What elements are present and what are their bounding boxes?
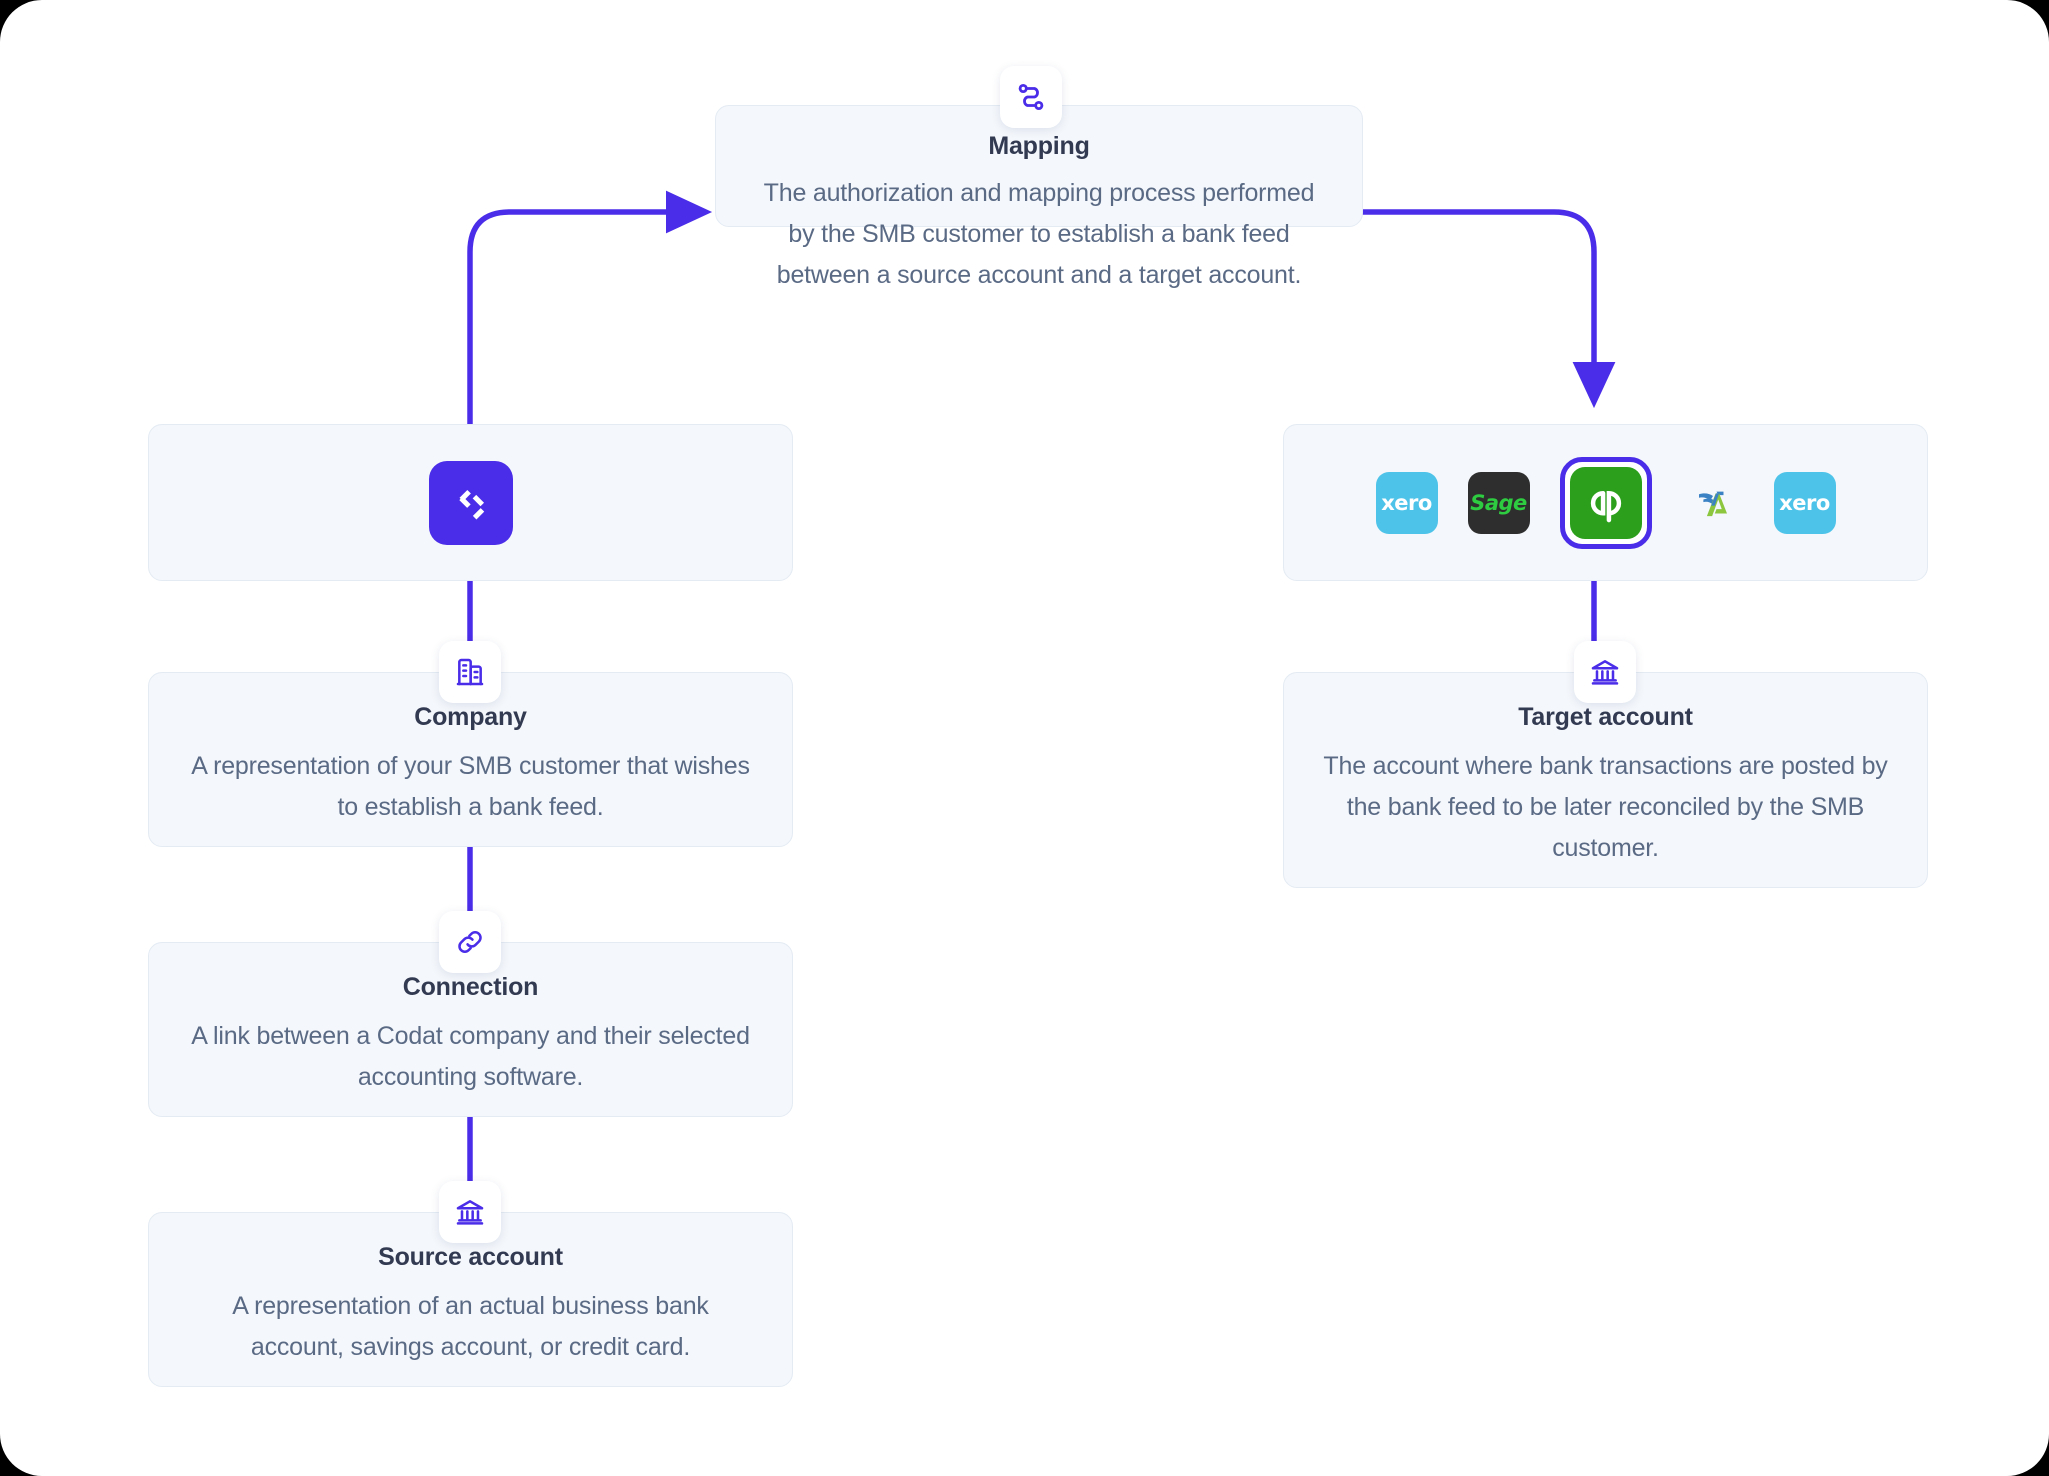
bank-icon [1574,641,1636,703]
xero-logo-label: xero [1381,490,1432,515]
connection-description: A link between a Codat company and their… [191,1022,750,1091]
mapping-description: The authorization and mapping process pe… [763,179,1315,289]
office-building-icon [439,641,501,703]
source-account-description: A representation of an actual business b… [232,1292,709,1361]
freeagent-logo-mark [1698,491,1727,516]
sage-logo-label: Sage [1470,490,1527,515]
quickbooks-logo[interactable] [1559,456,1652,549]
xero-logo[interactable]: xero [1375,471,1438,534]
sage-logo[interactable]: Sage [1467,471,1530,534]
company-title: Company [414,703,527,731]
target-account-card: Target account The account where bank tr… [1283,672,1928,888]
mapping-route-icon [1000,66,1062,128]
chain-link-icon [439,911,501,973]
freeagent-logo[interactable] [1681,471,1744,534]
codat-logo-icon [428,460,513,545]
xero-logo-label: xero [1779,490,1830,515]
target-account-description: The account where bank transactions are … [1323,752,1888,862]
connector-codat-to-mapping [467,190,713,427]
platform-logo-row: xero Sage [1375,456,1836,549]
xero-logo[interactable]: xero [1773,471,1836,534]
quickbooks-logo-mark [1569,466,1642,539]
connector-mapping-to-platform [1360,209,1616,409]
target-account-title: Target account [1518,703,1693,731]
platform-node[interactable]: xero Sage [1283,424,1928,581]
connection-title: Connection [402,973,539,1001]
bank-icon [439,1181,501,1243]
company-description: A representation of your SMB customer th… [191,752,750,821]
codat-node[interactable] [148,424,793,581]
source-account-title: Source account [378,1243,563,1271]
mapping-title: Mapping [988,132,1090,160]
